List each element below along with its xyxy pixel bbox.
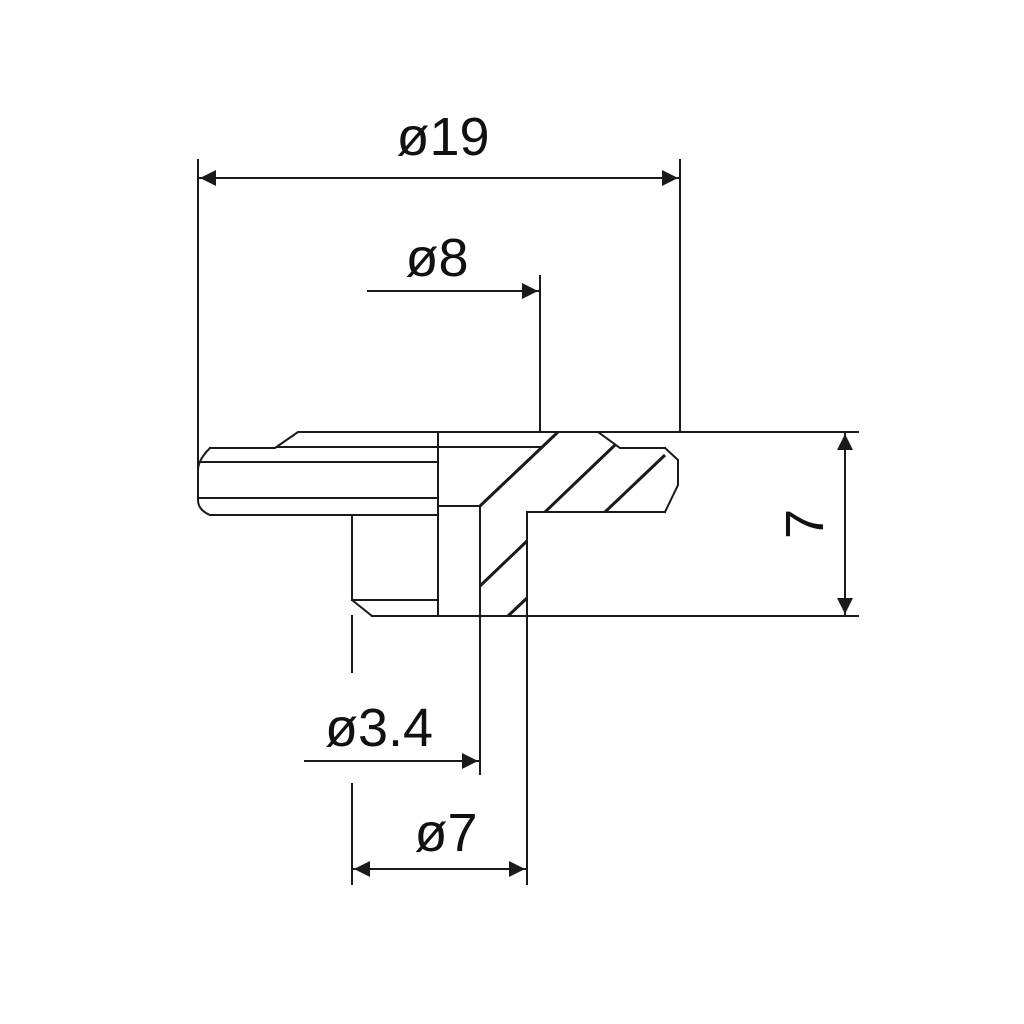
- hub-diameter-label: ø8: [405, 228, 468, 288]
- dimension-height: 7: [775, 433, 853, 615]
- shank-diameter-label: ø7: [414, 803, 477, 863]
- outer-diameter-label: ø19: [396, 107, 489, 167]
- dimension-shank-diameter: ø7: [351, 615, 528, 885]
- section-hatching: [478, 430, 667, 618]
- dimension-hub-diameter: ø8: [367, 228, 541, 433]
- height-label: 7: [775, 509, 835, 539]
- dimension-outer-diameter: ø19: [197, 107, 681, 471]
- dimension-bore-diameter: ø3.4: [304, 615, 481, 775]
- bore-diameter-label: ø3.4: [325, 698, 433, 758]
- part-outline: [197, 431, 859, 618]
